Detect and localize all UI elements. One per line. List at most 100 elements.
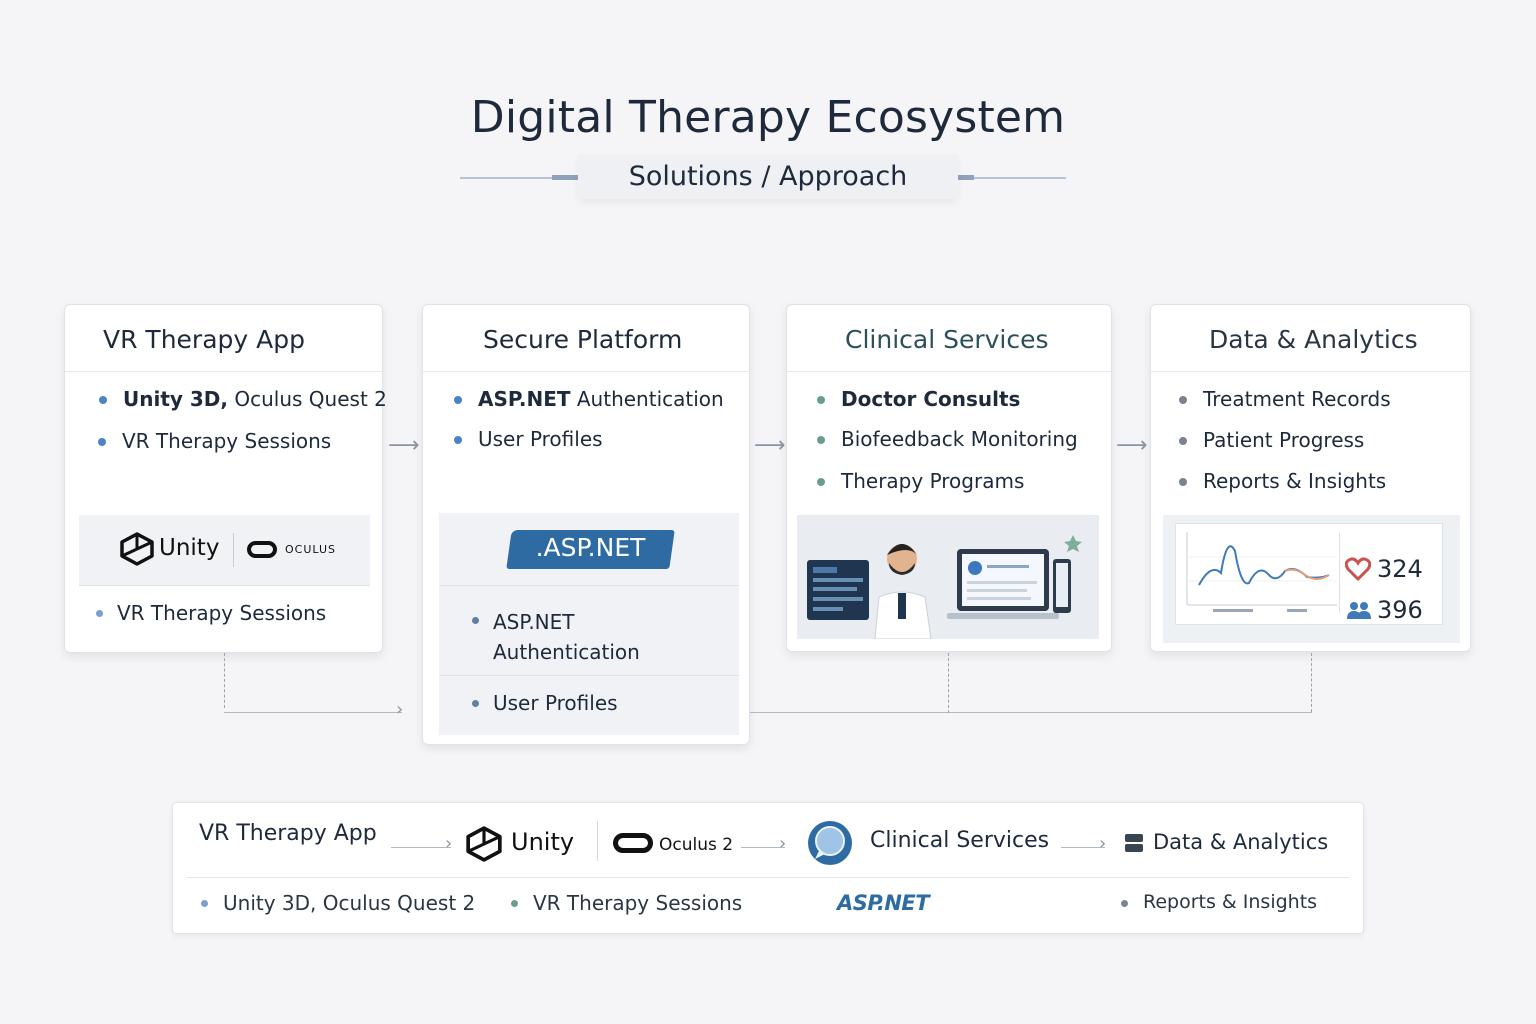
bullet-text: Doctor Consults — [841, 387, 1021, 411]
bullet-text-line1: ASP.NET — [493, 610, 575, 634]
divider — [79, 585, 370, 586]
arrow-right-icon: ⟶ — [1116, 433, 1148, 458]
card-title: Data & Analytics — [1209, 325, 1418, 354]
summary-data: Data & Analytics — [1153, 830, 1329, 854]
bullet-bold-text: Unity 3D, — [123, 387, 229, 411]
connector-horizontal — [750, 712, 1312, 713]
subtitle-bar: Solutions / Approach — [0, 155, 1536, 203]
divider — [423, 371, 751, 372]
logo-panel: Unity OCULUS — [79, 515, 370, 585]
unity-logo-text: Unity — [159, 535, 220, 561]
summary-item-reports: Reports & Insights — [1121, 891, 1318, 913]
divider — [439, 585, 739, 586]
bullet-text: Reports & Insights — [1203, 469, 1387, 493]
bullet-vr-sessions-bottom: VR Therapy Sessions — [96, 601, 326, 625]
bullet-bold-text: ASP.NET — [478, 387, 571, 411]
unity-icon — [120, 532, 154, 566]
bullet-dot — [817, 478, 825, 486]
bullet-text: Unity 3D, Oculus Quest 2 — [223, 891, 476, 915]
arrow-right-icon: ⟶ — [388, 433, 420, 458]
oculus-icon — [247, 541, 277, 558]
bullet-dot — [454, 436, 462, 444]
bullet-dot — [1179, 478, 1187, 486]
connector-vertical — [224, 653, 225, 708]
bullet-dot — [1121, 900, 1128, 907]
bullet-dot — [99, 396, 107, 404]
bullet-dot — [96, 610, 103, 617]
card-clinical-services: Clinical Services Doctor Consults Biofee… — [786, 304, 1113, 652]
widget-divider — [1339, 533, 1340, 613]
chat-globe-icon — [808, 821, 852, 865]
bullet-dot — [1179, 437, 1187, 445]
card-data-analytics: Data & Analytics Treatment Records Patie… — [1150, 304, 1472, 652]
connector-horizontal — [224, 712, 402, 713]
bullet-reports-insights: Reports & Insights — [1179, 469, 1387, 493]
summary-separator — [597, 821, 598, 861]
divider — [439, 675, 739, 676]
bullet-dot — [1179, 396, 1187, 404]
page-title: Digital Therapy Ecosystem — [470, 92, 1066, 143]
bullet-dot — [511, 900, 518, 907]
bullet-dot — [472, 700, 479, 707]
bullet-dot — [472, 617, 479, 624]
card-title: Secure Platform — [483, 325, 683, 354]
bullet-text: VR Therapy Sessions — [533, 891, 743, 915]
bullet-text: Authentication — [570, 387, 724, 411]
bullet-text: VR Therapy Sessions — [122, 429, 332, 453]
bullet-treatment-records: Treatment Records — [1179, 387, 1391, 411]
analytics-widget — [1175, 523, 1443, 625]
bullet-text: Patient Progress — [1203, 428, 1365, 452]
summary-unity: Unity — [511, 828, 575, 856]
divider — [65, 371, 384, 372]
bullet-user-profiles: User Profiles — [454, 427, 603, 451]
aspnet-logo-text: .ASP.NET — [535, 533, 646, 562]
summary-divider — [187, 877, 1349, 878]
bullet-dot — [98, 438, 106, 446]
divider — [1151, 371, 1472, 372]
bullet-text: Oculus Quest 2 — [228, 387, 387, 411]
subtitle-line-right — [958, 177, 1066, 179]
bullet-text: Treatment Records — [1203, 387, 1391, 411]
bullet-text: User Profiles — [478, 427, 603, 451]
oculus-logo-text: OCULUS — [285, 543, 337, 556]
bullet-aspnet-auth: ASP.NET Authentication — [454, 387, 724, 411]
subtitle-line-left — [460, 177, 580, 179]
bullet-text: User Profiles — [493, 691, 618, 715]
bullet-text-line2: Authentication — [493, 640, 640, 664]
bullet-dot — [817, 396, 825, 404]
bullet-doctor-consults: Doctor Consults — [817, 387, 1021, 411]
summary-bar: VR Therapy App › Unity Oculus 2 › Clinic… — [172, 802, 1364, 934]
database-icon — [1125, 834, 1143, 852]
summary-connector — [1061, 847, 1105, 848]
bullet-dot — [201, 900, 208, 907]
doctor-illustration-graphic — [807, 535, 1082, 640]
summary-connector — [741, 847, 785, 848]
doctor-illustration — [797, 515, 1099, 640]
summary-oculus: Oculus 2 — [659, 835, 734, 855]
bullet-text: Therapy Programs — [841, 469, 1025, 493]
arrow-right-icon: › — [396, 699, 404, 720]
connector-vertical — [948, 653, 949, 713]
divider — [787, 371, 1113, 372]
unity-icon — [466, 826, 502, 862]
bullet-biofeedback: Biofeedback Monitoring — [817, 427, 1078, 451]
arrow-right-icon: › — [445, 833, 453, 854]
summary-vr-app: VR Therapy App — [199, 821, 377, 846]
users-icon — [1347, 602, 1371, 619]
bullet-text: Reports & Insights — [1143, 891, 1318, 913]
summary-clinical: Clinical Services — [870, 828, 1050, 853]
summary-aspnet-logo: ASP.NET — [837, 891, 930, 915]
card-title: VR Therapy App — [103, 325, 305, 354]
oculus-icon — [613, 833, 653, 853]
heart-icon — [1345, 557, 1371, 581]
card-vr-therapy-app: VR Therapy App Unity 3D, Oculus Quest 2 … — [64, 304, 387, 653]
subtitle-accent-left — [552, 175, 584, 180]
arrow-right-icon: › — [1099, 833, 1107, 854]
bullet-unity-oculus: Unity 3D, Oculus Quest 2 — [99, 387, 387, 411]
connector-vertical — [1311, 653, 1312, 712]
bullet-vr-sessions: VR Therapy Sessions — [98, 429, 332, 453]
bullet-therapy-programs: Therapy Programs — [817, 469, 1025, 493]
arrow-right-icon: › — [779, 833, 787, 854]
aspnet-panel: .ASP.NET ASP.NET Authentication User Pro… — [439, 513, 739, 735]
stat-value-1: 324 — [1377, 555, 1423, 583]
